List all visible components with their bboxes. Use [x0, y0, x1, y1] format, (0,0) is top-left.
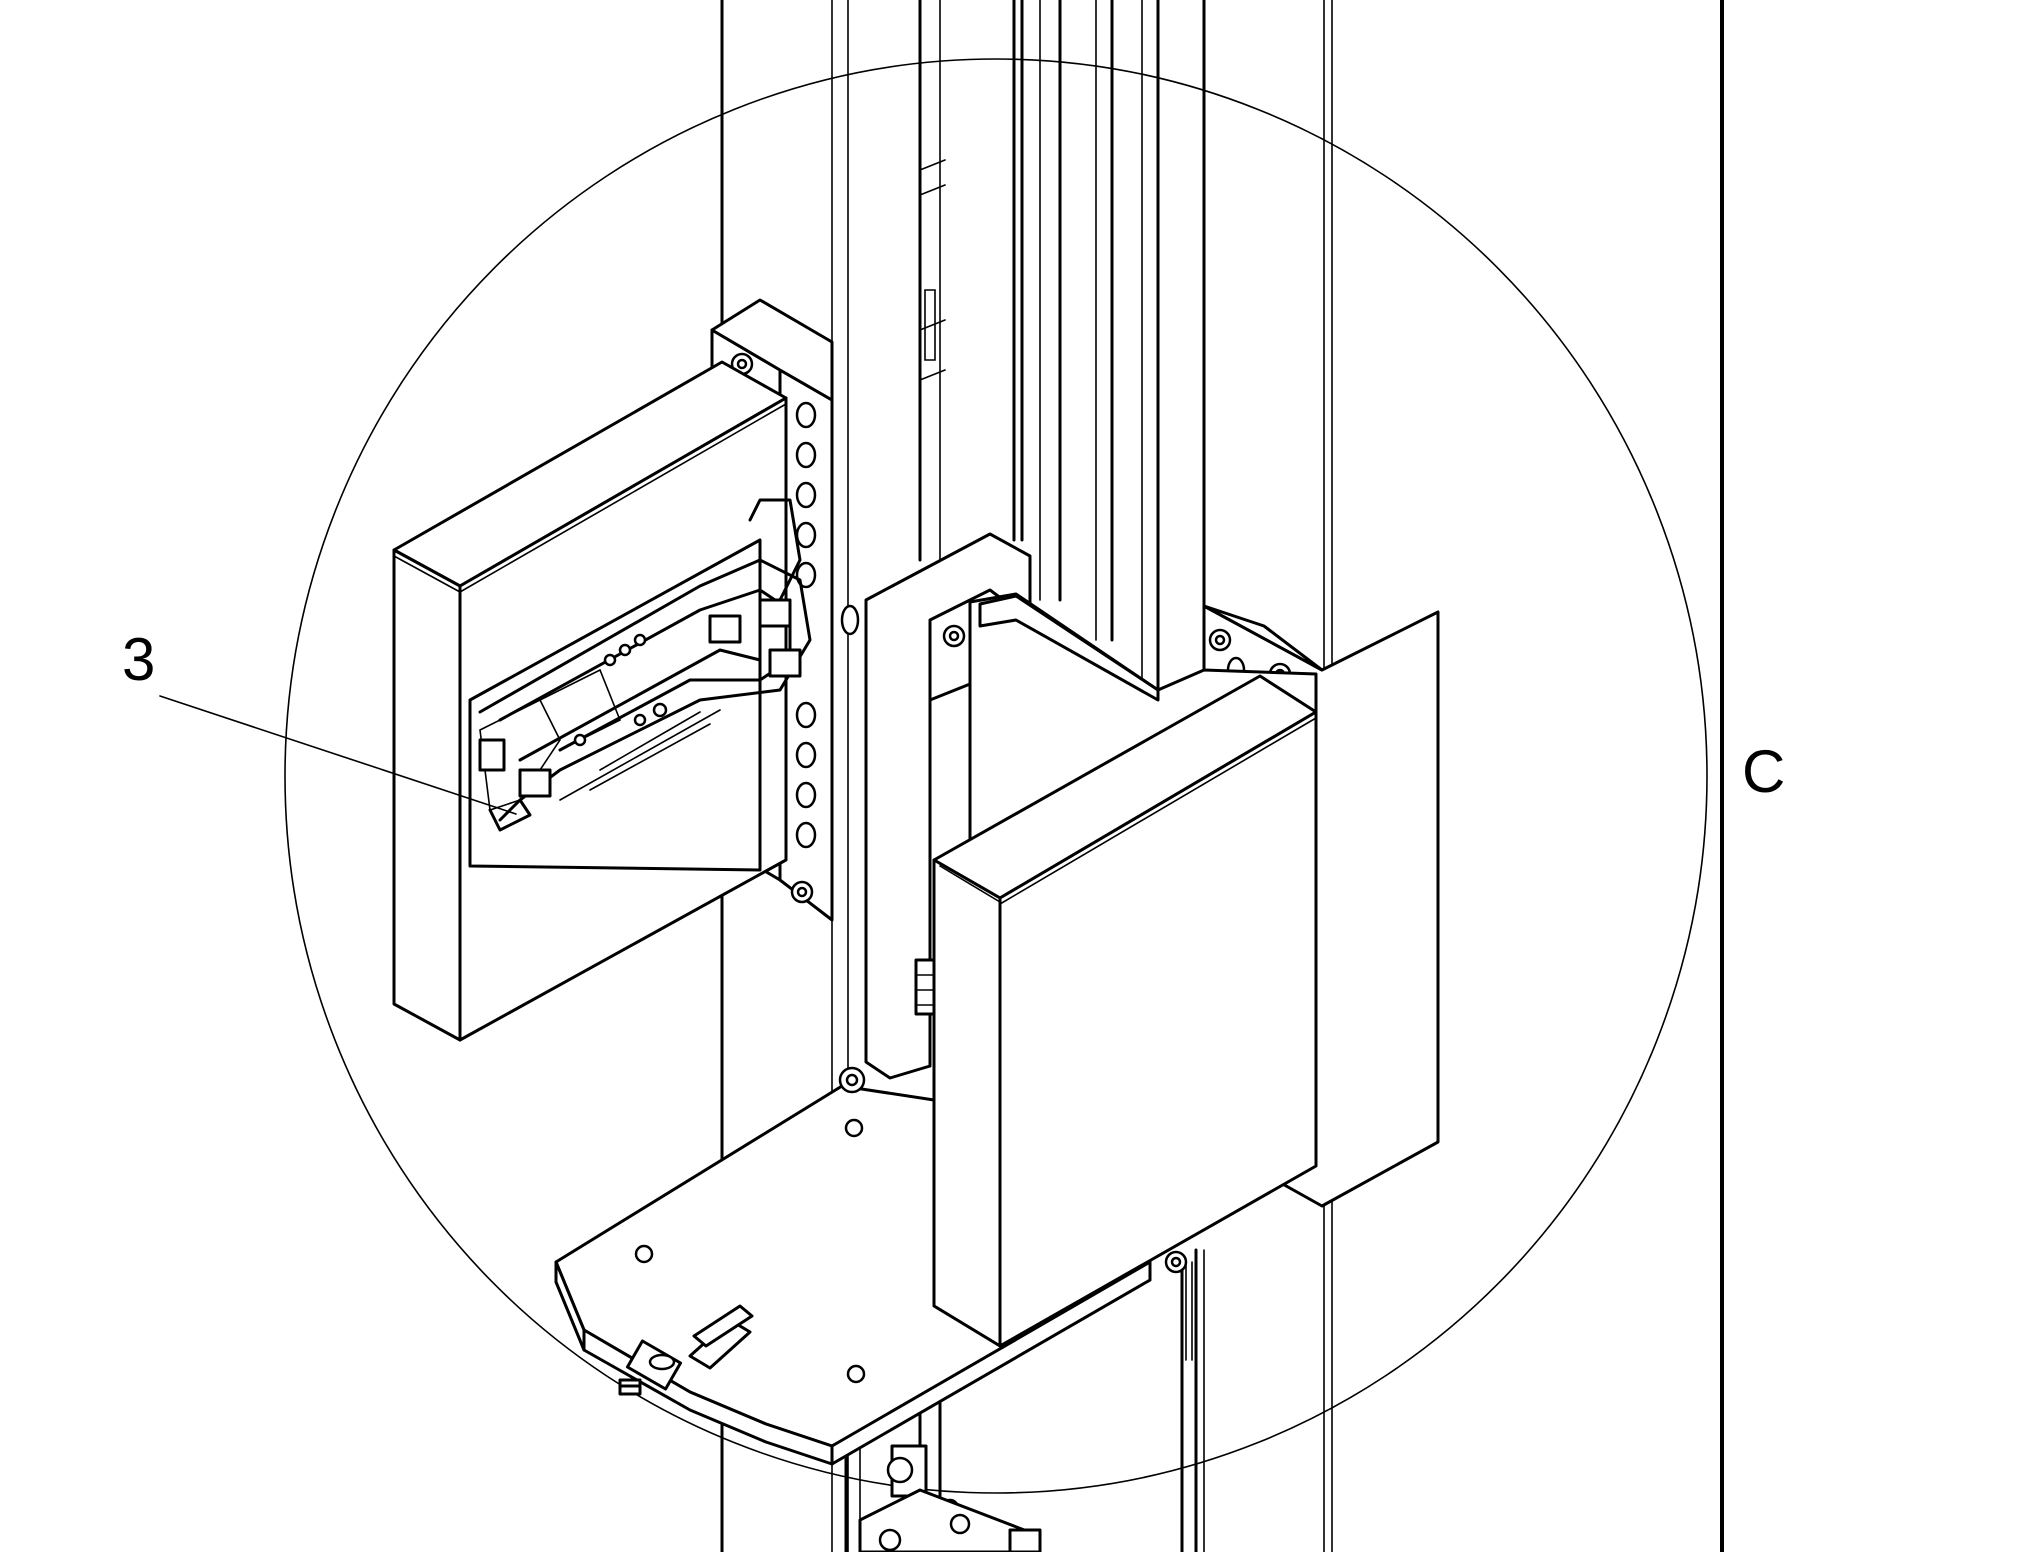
detail-circle — [284, 58, 1708, 1494]
lower-fittings — [858, 1250, 1193, 1552]
bottom-plate — [554, 1066, 1152, 1466]
left-housing-box — [392, 360, 788, 1042]
part-number-label: 3 — [122, 626, 155, 693]
leader-line-3 — [159, 695, 517, 815]
detail-marker-label: C — [1742, 738, 1785, 805]
internal-mechanism — [478, 498, 812, 832]
right-front-box — [932, 592, 1318, 1348]
